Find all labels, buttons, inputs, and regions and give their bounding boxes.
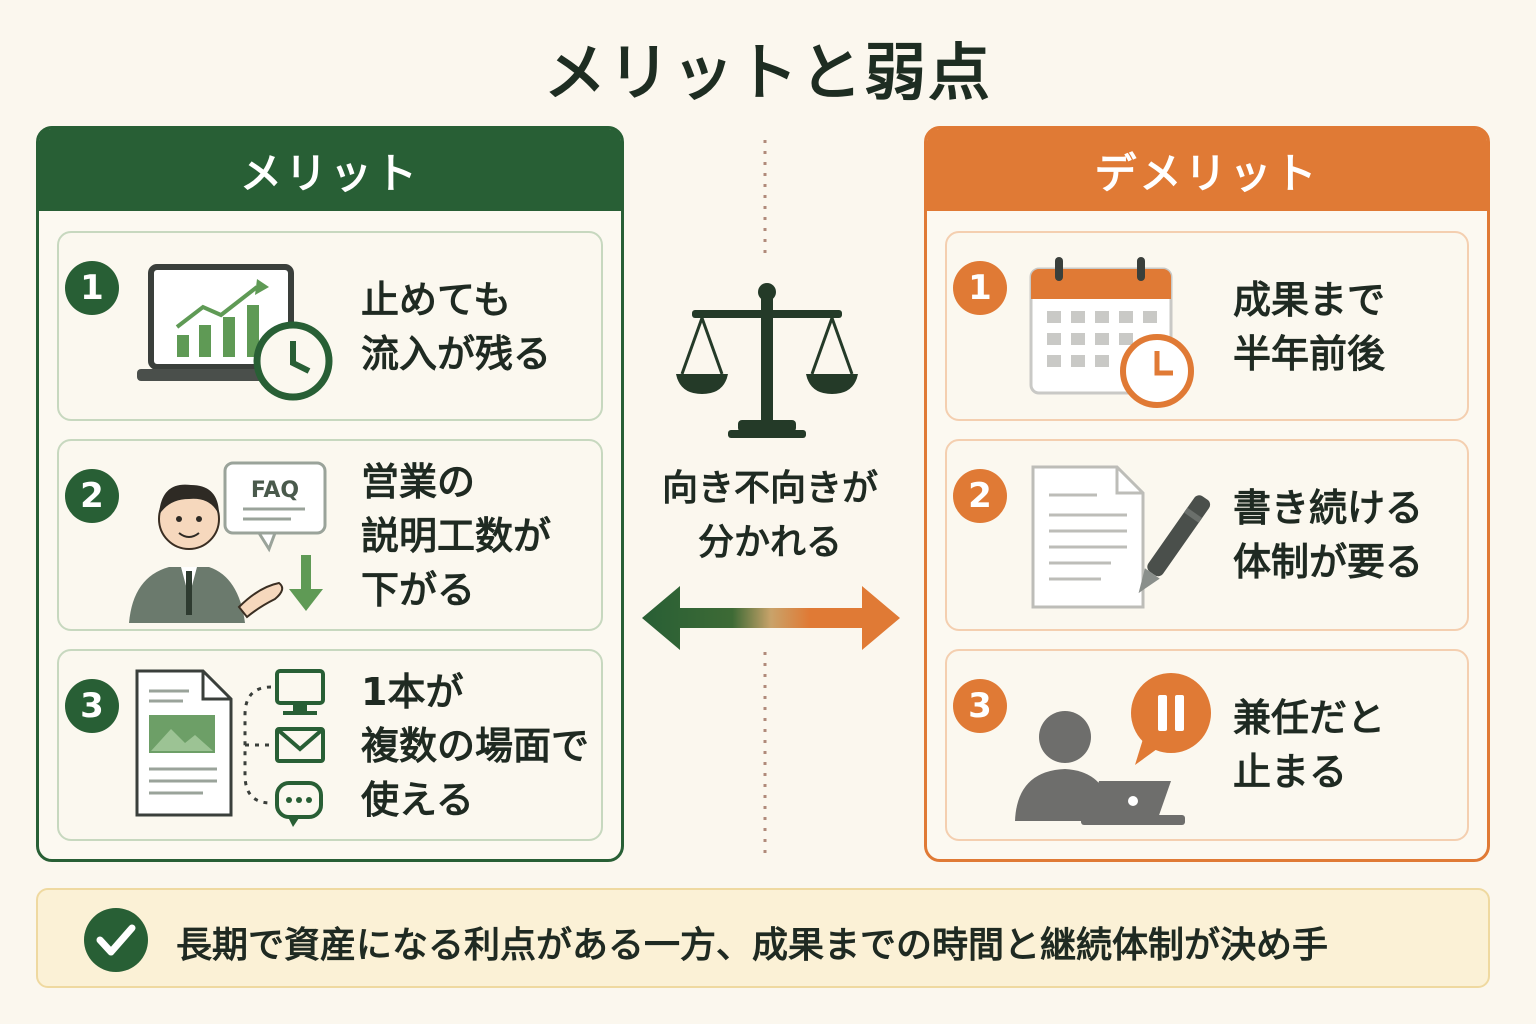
merit-card-2: 2 FAQ 営業の 説明工数が 下がる (57, 439, 603, 631)
demerit-header: デメリット (927, 129, 1487, 211)
merit-card-1: 1 止めても 流入が残る (57, 231, 603, 421)
center-caption: 向き不向きが 分かれる (661, 468, 878, 563)
page-title: メリットと弱点 (543, 36, 992, 109)
merit-panel: メリット 1 止めても 流入が残る 2 FAQ (36, 126, 624, 862)
salesperson-faq-icon: FAQ (129, 461, 327, 623)
merit-number-3: 3 (65, 679, 119, 733)
double-arrow-icon (642, 586, 900, 650)
demerit-card-2: 2 書き続ける 体制が要る (945, 439, 1469, 631)
merit-card-3: 3 1本が 複数の場面で 使える (57, 649, 603, 841)
merit-text-2: 営業の 説明工数が 下がる (361, 460, 552, 612)
check-circle-icon (84, 908, 148, 972)
merit-header: メリット (39, 129, 621, 211)
calendar-clock-icon (1029, 257, 1194, 408)
center-divider (763, 140, 767, 860)
laptop-chart-icon (137, 264, 333, 401)
demerit-number-1: 1 (953, 261, 1007, 315)
demerit-text-3: 兼任だと 止まる (1233, 696, 1386, 794)
merit-text-1: 止めても 流入が残る (361, 278, 552, 376)
demerit-text-1: 成果まで 半年前後 (1233, 278, 1386, 376)
merit-text-3: 1本が 複数の場面で 使える (361, 670, 590, 822)
faq-label: FAQ (251, 478, 299, 503)
demerit-panel: デメリット 1 成果まで 半年前後 2 (924, 126, 1490, 862)
summary-text: 長期で資産になる利点がある一方、成果までの時間と継続体制が決め手 (176, 925, 1329, 966)
demerit-card-3: 3 兼任だと 止まる (945, 649, 1469, 841)
summary-banner: 長期で資産になる利点がある一方、成果までの時間と継続体制が決め手 (36, 888, 1490, 988)
balance-scale-icon (676, 283, 858, 438)
document-multichannel-icon (135, 669, 325, 827)
demerit-card-1: 1 成果まで 半年前後 (945, 231, 1469, 421)
merit-number-1: 1 (65, 261, 119, 315)
demerit-number-3: 3 (953, 679, 1007, 733)
demerit-text-2: 書き続ける 体制が要る (1233, 486, 1424, 584)
person-paused-icon (1015, 673, 1211, 825)
document-pen-icon (1031, 465, 1211, 609)
merit-number-2: 2 (65, 469, 119, 523)
demerit-number-2: 2 (953, 469, 1007, 523)
